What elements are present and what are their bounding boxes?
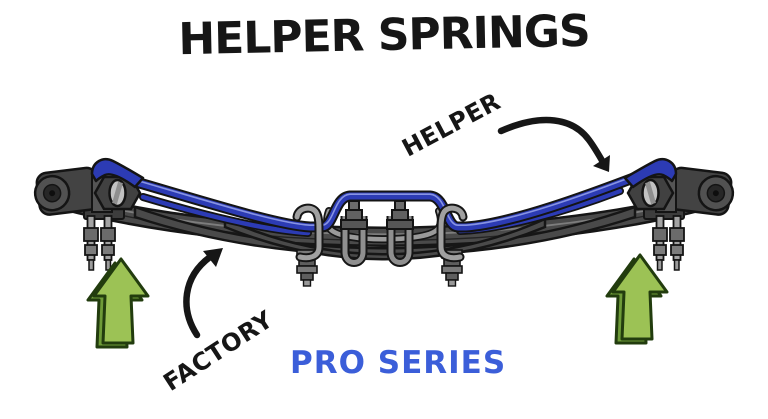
helper-spring-main-leaf: [92, 161, 668, 233]
helper-pointer-arrow-icon: [497, 116, 610, 172]
spring-clamp-right: [436, 203, 468, 263]
factory-pointer-arrow-icon: [183, 248, 223, 339]
u-bolt-right: [386, 200, 414, 267]
u-bolt-left: [340, 200, 368, 267]
spring-clamp-left: [292, 203, 324, 263]
lift-arrow-left-icon: [86, 257, 150, 349]
product-series-label: PRO SERIES: [290, 345, 507, 381]
